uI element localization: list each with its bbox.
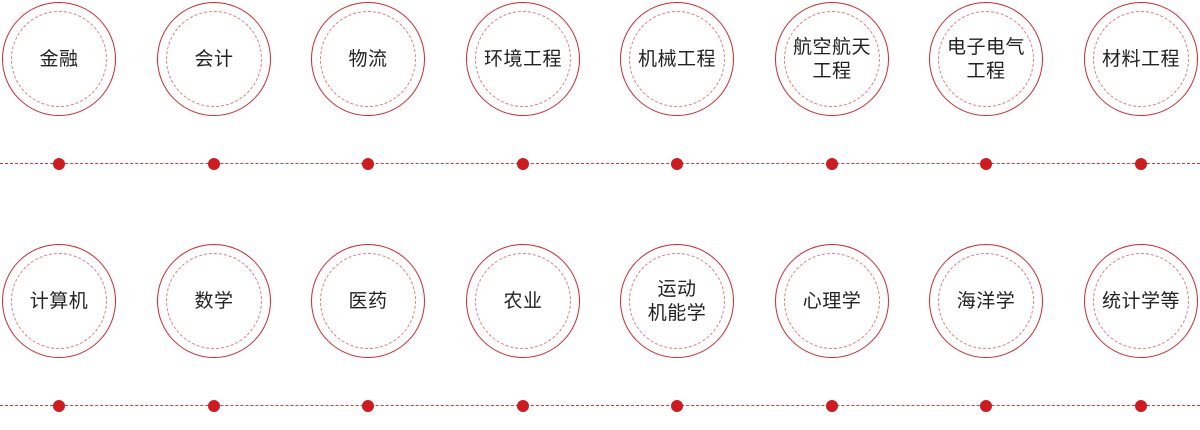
major-circle-accounting: 会计 [157, 2, 271, 116]
major-circle-environmental-engineering: 环境工程 [466, 2, 580, 116]
major-circle-mathematics: 数学 [157, 244, 271, 358]
major-circle-kinesiology: 运动 机能学 [620, 244, 734, 358]
major-circle-aerospace-engineering: 航空航天 工程 [775, 2, 889, 116]
major-circle-inner: 物流 [320, 11, 416, 107]
major-circle-inner: 环境工程 [475, 11, 571, 107]
timeline-1 [0, 157, 1200, 171]
major-label: 材料工程 [1101, 48, 1180, 70]
major-label: 数学 [194, 290, 234, 312]
timeline-dot [362, 158, 374, 170]
timeline-dot [53, 158, 65, 170]
timeline-dot [671, 400, 683, 412]
major-circle-inner: 航空航天 工程 [784, 11, 880, 107]
major-label: 电子电气 工程 [946, 36, 1025, 82]
timeline-dot [980, 158, 992, 170]
major-circle-inner: 电子电气 工程 [938, 11, 1034, 107]
major-label: 计算机 [29, 290, 89, 312]
major-circle-inner: 会计 [166, 11, 262, 107]
dashed-line [0, 405, 1200, 406]
timeline-dot [53, 400, 65, 412]
major-row-2: 计算机 数学 医药 农业 运动 机能学 心理学 海洋学 统计学等 [0, 242, 1200, 422]
major-label: 农业 [503, 290, 543, 312]
major-circle-medicine: 医药 [311, 244, 425, 358]
major-circle-inner: 海洋学 [938, 253, 1034, 349]
timeline-dot [208, 158, 220, 170]
major-circle-finance: 金融 [2, 2, 116, 116]
major-circle-inner: 计算机 [11, 253, 107, 349]
major-circle-inner: 数学 [166, 253, 262, 349]
major-circle-inner: 金融 [11, 11, 107, 107]
major-circle-inner: 医药 [320, 253, 416, 349]
major-circle-inner: 运动 机能学 [629, 253, 725, 349]
timeline-dot [826, 400, 838, 412]
major-label: 环境工程 [483, 48, 562, 70]
major-circle-statistics: 统计学等 [1084, 244, 1198, 358]
major-label: 医药 [348, 290, 388, 312]
major-label: 物流 [348, 48, 388, 70]
major-circle-inner: 机械工程 [629, 11, 725, 107]
timeline-dot [980, 400, 992, 412]
major-circle-inner: 统计学等 [1093, 253, 1189, 349]
major-label: 航空航天 工程 [792, 36, 871, 82]
major-circle-logistics: 物流 [311, 2, 425, 116]
timeline-2 [0, 399, 1200, 413]
timeline-dot [517, 158, 529, 170]
major-circle-inner: 农业 [475, 253, 571, 349]
major-row-1: 金融 会计 物流 环境工程 机械工程 航空航天 工程 电子电气 工程 材料工程 [0, 0, 1200, 180]
major-circle-agriculture: 农业 [466, 244, 580, 358]
major-label: 会计 [194, 48, 234, 70]
major-circle-psychology: 心理学 [775, 244, 889, 358]
major-label: 心理学 [802, 290, 862, 312]
major-circle-computer-science: 计算机 [2, 244, 116, 358]
major-circle-inner: 心理学 [784, 253, 880, 349]
major-label: 海洋学 [956, 290, 1016, 312]
major-label: 统计学等 [1101, 290, 1180, 312]
timeline-dot [826, 158, 838, 170]
major-circle-oceanography: 海洋学 [929, 244, 1043, 358]
major-label: 金融 [39, 48, 79, 70]
timeline-dot [1135, 158, 1147, 170]
timeline-dot [517, 400, 529, 412]
timeline-dot [362, 400, 374, 412]
major-label: 运动 机能学 [647, 278, 707, 324]
timeline-dot [208, 400, 220, 412]
major-label: 机械工程 [637, 48, 716, 70]
timeline-dot [1135, 400, 1147, 412]
major-circle-inner: 材料工程 [1093, 11, 1189, 107]
major-circle-electrical-engineering: 电子电气 工程 [929, 2, 1043, 116]
timeline-dot [671, 158, 683, 170]
major-circle-mechanical-engineering: 机械工程 [620, 2, 734, 116]
dashed-line [0, 163, 1200, 164]
major-circle-materials-engineering: 材料工程 [1084, 2, 1198, 116]
